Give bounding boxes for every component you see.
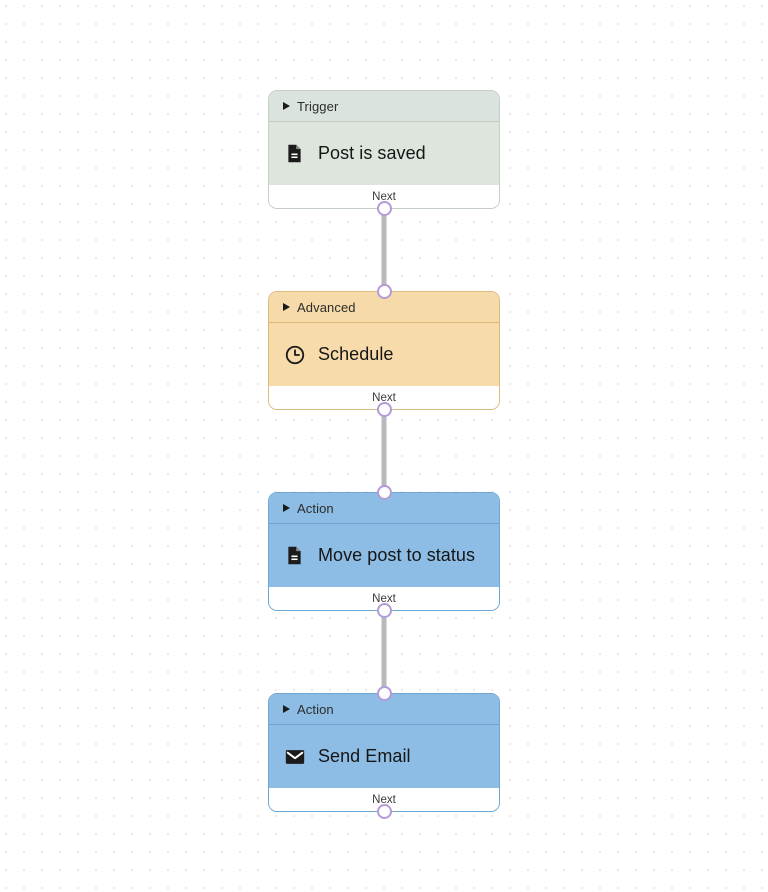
connector-advanced-to-move-post[interactable] (381, 395, 387, 492)
chevron-right-icon[interactable] (283, 504, 290, 512)
node-footer-label: Next (372, 391, 396, 404)
node-footer-next[interactable]: Next (269, 788, 499, 811)
node-footer-label: Next (372, 592, 396, 605)
output-port[interactable] (376, 201, 392, 216)
workflow-node-advanced[interactable]: Advanced Schedule Next (268, 284, 500, 417)
chevron-right-icon[interactable] (283, 705, 290, 713)
node-title: Schedule (318, 344, 394, 364)
connector-move-post-to-send-email[interactable] (381, 596, 387, 693)
node-footer-label: Next (372, 190, 396, 203)
node-header-label: Trigger (297, 98, 339, 114)
node-body-send-email[interactable]: Send Email (269, 725, 499, 788)
clock-icon (283, 343, 306, 366)
node-divider (269, 322, 499, 323)
node-footer-next[interactable]: Next (269, 587, 499, 610)
document-icon (283, 544, 306, 567)
node-body-move-post[interactable]: Move post to status (269, 524, 499, 587)
input-port[interactable] (376, 485, 392, 500)
node-title: Send Email (318, 746, 411, 766)
node-title: Post is saved (318, 143, 426, 163)
node-divider (269, 121, 499, 122)
node-divider (269, 523, 499, 524)
connector-trigger-to-advanced[interactable] (381, 194, 387, 291)
workflow-node-send-email[interactable]: Action Send Email Next (268, 686, 500, 819)
node-divider (269, 724, 499, 725)
node-header-trigger[interactable]: Trigger (269, 91, 499, 121)
chevron-right-icon[interactable] (283, 303, 290, 311)
node-header-label: Advanced (297, 299, 356, 315)
output-port[interactable] (376, 402, 392, 417)
node-header-label: Action (297, 701, 334, 717)
input-port[interactable] (376, 686, 392, 701)
node-body-advanced[interactable]: Schedule (269, 323, 499, 386)
node-footer-label: Next (372, 793, 396, 806)
chevron-right-icon[interactable] (283, 102, 290, 110)
workflow-node-move-post[interactable]: Action Move post to status Next (268, 485, 500, 618)
document-icon (283, 142, 306, 165)
node-footer-next[interactable]: Next (269, 386, 499, 409)
node-body-trigger[interactable]: Post is saved (269, 122, 499, 185)
node-footer-next[interactable]: Next (269, 185, 499, 208)
envelope-icon (283, 745, 306, 768)
node-title: Move post to status (318, 545, 476, 565)
workflow-node-trigger[interactable]: Trigger Post is saved Next (268, 90, 500, 216)
input-port[interactable] (376, 284, 392, 299)
output-port[interactable] (376, 804, 392, 819)
output-port[interactable] (376, 603, 392, 618)
node-header-label: Action (297, 500, 334, 516)
